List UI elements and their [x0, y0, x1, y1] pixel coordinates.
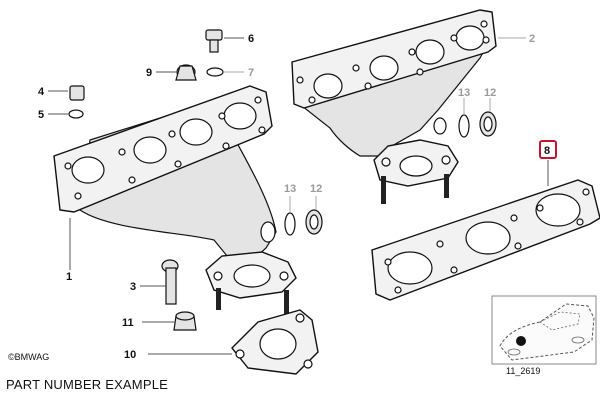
- callout-13-rear[interactable]: 13: [458, 87, 470, 99]
- washer-part-7[interactable]: [206, 67, 224, 77]
- stud-bolts-front[interactable]: [216, 288, 289, 316]
- bolt-part-3[interactable]: [161, 259, 179, 305]
- callout-1[interactable]: 1: [66, 271, 72, 283]
- callout-5[interactable]: 5: [38, 109, 44, 121]
- callout-3[interactable]: 3: [130, 281, 136, 293]
- sleeve-part-12-front[interactable]: [305, 209, 323, 235]
- nut-part-9[interactable]: [175, 64, 197, 81]
- washer-part-5[interactable]: [68, 109, 84, 119]
- bolt-part-6[interactable]: [205, 29, 223, 53]
- leader-lines: [48, 37, 549, 355]
- manifold-gasket[interactable]: [371, 179, 600, 301]
- exhaust-manifold-front[interactable]: [53, 85, 297, 299]
- car-location-inset: 11_2619: [491, 295, 597, 376]
- exhaust-manifold-rear[interactable]: [291, 9, 497, 187]
- callout-9[interactable]: 9: [146, 67, 152, 79]
- figure-code: 11_2619: [506, 366, 540, 376]
- callout-12-front[interactable]: 12: [310, 183, 322, 195]
- callout-12-rear[interactable]: 12: [484, 87, 496, 99]
- car-outline-icon: [499, 303, 595, 361]
- nut-part-4[interactable]: [69, 85, 85, 101]
- callout-11[interactable]: 11: [122, 317, 134, 329]
- washer-part-13-front[interactable]: [284, 212, 296, 236]
- callout-6[interactable]: 6: [248, 33, 254, 45]
- washer-part-13-rear[interactable]: [458, 114, 470, 138]
- callout-8-highlight-box: [539, 140, 557, 159]
- callout-2[interactable]: 2: [529, 33, 535, 45]
- callout-labels: 1 2 3 4 5 6 7 8 9 10 11 12 13 12 13: [38, 33, 557, 361]
- nut-part-11[interactable]: [173, 311, 197, 331]
- callout-13-front[interactable]: 13: [284, 183, 296, 195]
- location-marker-icon: [516, 336, 526, 346]
- flange-gasket[interactable]: [231, 309, 319, 375]
- part-number-caption: PART NUMBER EXAMPLE: [6, 377, 169, 392]
- callout-10[interactable]: 10: [124, 349, 136, 361]
- copyright-label: ©BMWAG: [8, 352, 49, 362]
- callout-8[interactable]: 8: [544, 145, 550, 157]
- callout-7[interactable]: 7: [248, 67, 254, 79]
- sleeve-part-12-rear[interactable]: [479, 111, 497, 137]
- callout-4[interactable]: 4: [38, 86, 45, 98]
- stud-bolts-rear[interactable]: [381, 174, 449, 204]
